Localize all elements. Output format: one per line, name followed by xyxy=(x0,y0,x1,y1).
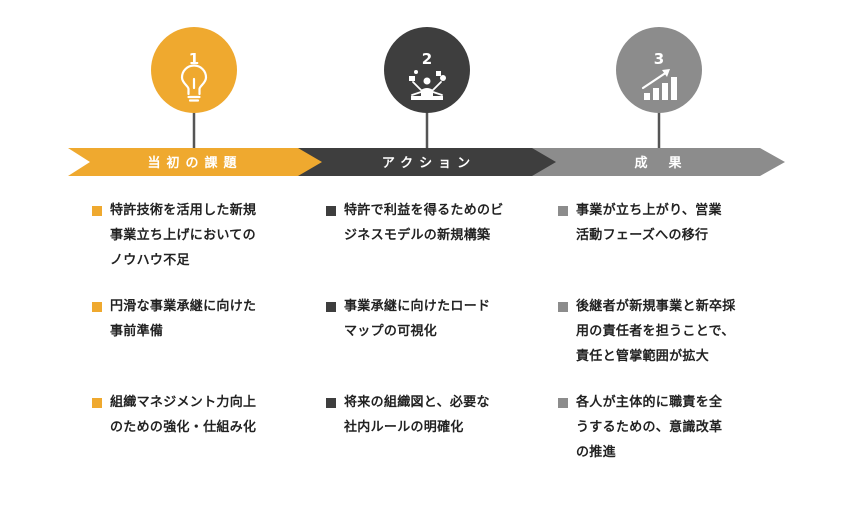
item-text-line: 特許技術を活用した新規 xyxy=(110,203,257,218)
phase-circle-1 xyxy=(151,27,237,113)
item-text-line: 各人が主体的に職責を全 xyxy=(576,395,723,410)
item-text-line: 活動フェーズへの移行 xyxy=(576,228,709,243)
item-text-line: のための強化・仕組み化 xyxy=(110,420,257,435)
phase-arrow-1 xyxy=(68,148,325,176)
item-text: 特許で利益を得るためのビジネスモデルの新規構築 xyxy=(344,198,526,248)
item-text: 事業が立ち上がり、営業活動フェーズへの移行 xyxy=(576,198,758,248)
phase-number: 2 xyxy=(422,50,432,68)
square-bullet-icon xyxy=(92,398,102,408)
phase-arrow-2 xyxy=(298,148,559,176)
item-text-line: 後継者が新規事業と新卒採 xyxy=(576,299,736,314)
square-bullet-icon xyxy=(558,302,568,312)
square-bullet-icon xyxy=(558,206,568,216)
item-text-line: ノウハウ不足 xyxy=(110,253,190,268)
item-text: 後継者が新規事業と新卒採用の責任者を担うことで、責任と管掌範囲が拡大 xyxy=(576,294,758,369)
phase-circle-3 xyxy=(616,27,702,113)
item-text-line: 事業が立ち上がり、営業 xyxy=(576,203,722,218)
phase-label: アクション xyxy=(382,156,476,171)
item-text-line: 責任と管掌範囲が拡大 xyxy=(576,349,710,364)
phase-label: 成 果 xyxy=(634,155,685,171)
item-text-line: うするための、意識改革 xyxy=(576,420,723,435)
item-text-line: マップの可視化 xyxy=(344,324,438,339)
item-text: 円滑な事業承継に向けた事前準備 xyxy=(110,294,292,344)
item-text-line: 円滑な事業承継に向けた xyxy=(110,299,257,314)
item-text-line: 事前準備 xyxy=(110,324,164,339)
square-bullet-icon xyxy=(558,398,568,408)
item-text-line: 組織マネジメント力向上 xyxy=(110,395,257,410)
item-text-line: の推進 xyxy=(576,445,616,460)
square-bullet-icon xyxy=(92,206,102,216)
phase-number: 1 xyxy=(189,50,199,68)
square-bullet-icon xyxy=(326,302,336,312)
square-bullet-icon xyxy=(92,302,102,312)
phase-circle-2 xyxy=(384,27,470,113)
item-text-line: ジネスモデルの新規構築 xyxy=(344,228,491,243)
item-text-line: 事業承継に向けたロード xyxy=(344,299,491,314)
lightbulb-icon xyxy=(180,64,208,102)
square-bullet-icon xyxy=(326,206,336,216)
item-text: 事業承継に向けたロードマップの可視化 xyxy=(344,294,526,344)
item-text: 組織マネジメント力向上のための強化・仕組み化 xyxy=(110,390,292,440)
item-text-line: 特許で利益を得るためのビ xyxy=(344,203,504,218)
phase-label: 当初の課題 xyxy=(147,155,242,171)
item-text: 特許技術を活用した新規事業立ち上げにおいてのノウハウ不足 xyxy=(110,198,292,273)
square-bullet-icon xyxy=(326,398,336,408)
item-text-line: 事業立ち上げにおいての xyxy=(110,228,256,243)
item-text: 各人が主体的に職責を全うするための、意識改革の推進 xyxy=(576,390,758,465)
phase-arrow-3 xyxy=(532,148,785,176)
item-text-line: 用の責任者を担うことで、 xyxy=(576,324,735,339)
item-text: 将来の組織図と、必要な社内ルールの明確化 xyxy=(344,390,526,440)
growth-chart-icon xyxy=(641,69,677,100)
phase-number: 3 xyxy=(654,50,664,68)
item-text-line: 社内ルールの明確化 xyxy=(344,420,464,435)
multitasking-person-icon xyxy=(409,70,446,100)
item-text-line: 将来の組織図と、必要な xyxy=(344,395,490,410)
